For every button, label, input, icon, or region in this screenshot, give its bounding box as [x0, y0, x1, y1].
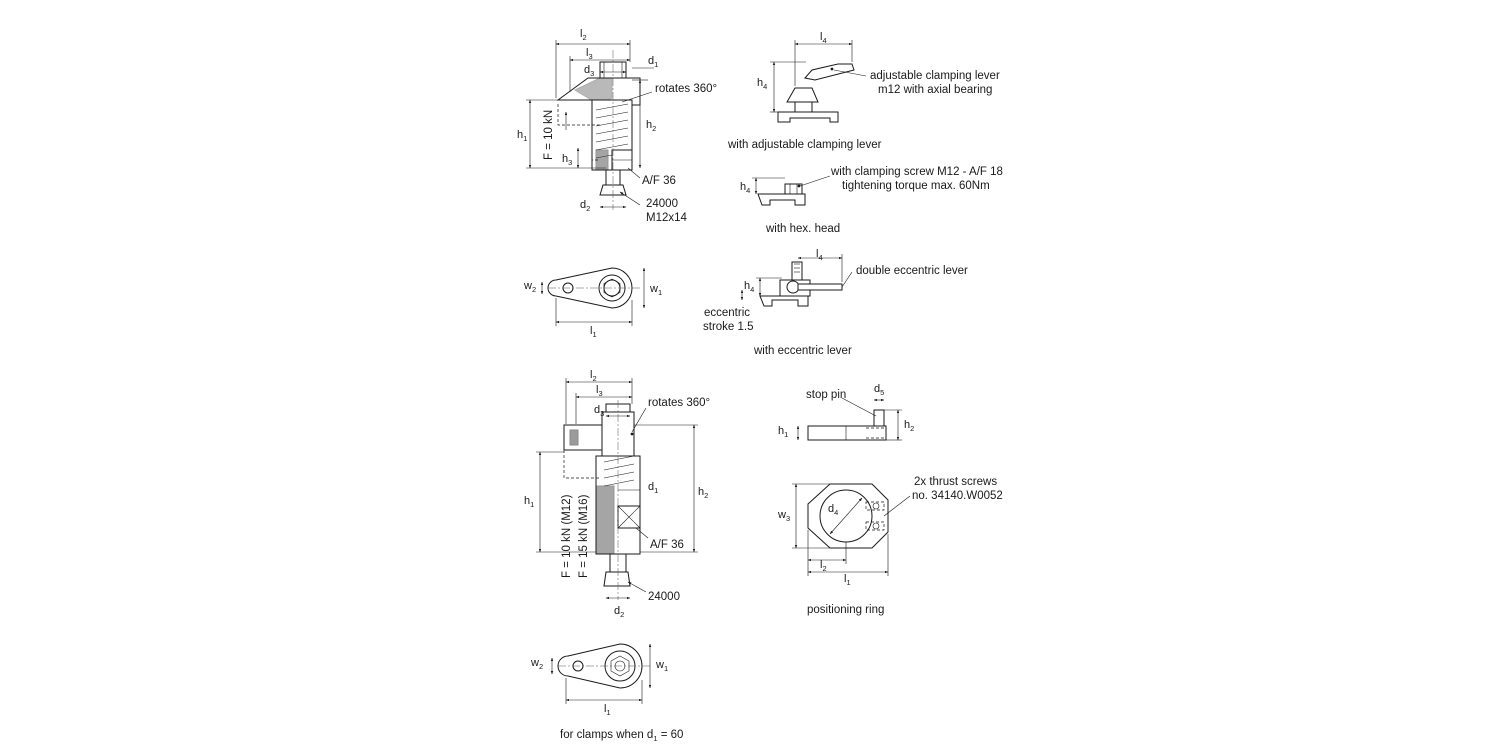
dim-l4-lever: l4 [820, 31, 827, 45]
af-label-top: A/F 36 [642, 175, 676, 187]
part-no-bottom: 24000 [648, 591, 680, 603]
dim-d5: d5 [874, 383, 884, 397]
thread-top: M12x14 [646, 212, 688, 224]
dim-w1-bottom: w1 [655, 659, 668, 673]
lever-note-2: m12 with axial bearing [878, 84, 992, 96]
dim-d2-top: d2 [580, 199, 590, 213]
dim-h1-ring: h1 [778, 425, 788, 439]
hex-note-1: with clamping screw M12 - A/F 18 [830, 166, 1003, 178]
variant-hex-head: h4 with clamping screw M12 - A/F 18 tigh… [740, 166, 1003, 235]
dim-w1-top: w1 [649, 283, 662, 297]
dim-d4: d4 [828, 503, 838, 517]
thrust-screws-label-2: no. 34140.W0052 [912, 490, 1003, 502]
dim-l1-top: l1 [590, 325, 597, 339]
bottom-caption: for clamps when d1 = 60 [560, 729, 683, 743]
stop-pin-label: stop pin [806, 389, 846, 401]
ring-caption: positioning ring [807, 604, 884, 616]
dim-l1-ring: l1 [844, 573, 851, 587]
dim-h2-ring: h2 [904, 419, 914, 433]
dim-w3: w3 [777, 509, 790, 523]
dim-l3-top: l3 [586, 47, 593, 61]
dim-l2-ring: l2 [820, 559, 827, 573]
dim-l1-bottom: l1 [604, 703, 611, 717]
eccentric-note: double eccentric lever [856, 265, 968, 277]
dim-h1-top: h1 [517, 129, 527, 143]
variant-eccentric-lever: l4 h4 double eccentric lever eccentric s… [703, 248, 968, 357]
dim-l2-top: l2 [580, 28, 587, 42]
lever-note-1: adjustable clamping lever [870, 70, 1000, 82]
force-m16-label: F = 15 kN (M16) [578, 494, 590, 578]
top-clamp-plan-view: w2 w1 l1 [523, 267, 662, 339]
ring-side-view: d5 stop pin h1 h2 [778, 383, 914, 441]
top-clamp-side-view [556, 50, 641, 210]
dim-h2-top: h2 [646, 119, 656, 133]
dim-w2-top: w2 [523, 280, 536, 294]
dim-d3-bottom: d3 [594, 404, 604, 418]
lever-caption: with adjustable clamping lever [727, 139, 882, 151]
bottom-clamp-side-view: l2 l3 d3 h1 h2 d1 rotates 360° A/F 36 24… [524, 369, 710, 619]
thrust-screws-label-1: 2x thrust screws [914, 476, 997, 488]
dim-d1-bottom: d1 [648, 481, 658, 495]
part-no-top: 24000 [646, 198, 678, 210]
eccentric-stroke-1: eccentric [704, 307, 750, 319]
af-label-bottom: A/F 36 [650, 539, 684, 551]
dim-d1-top: d1 [648, 55, 658, 69]
eccentric-caption: with eccentric lever [753, 345, 852, 357]
dim-l2-bottom: l2 [590, 369, 597, 383]
eccentric-stroke-2: stroke 1.5 [703, 321, 754, 333]
rotates-label-bottom: rotates 360° [648, 397, 710, 409]
dim-h4-lever: h4 [757, 77, 767, 91]
force-m12-label: F = 10 kN (M12) [561, 494, 573, 578]
dim-h4-hex: h4 [740, 181, 750, 195]
dim-l4-ecc: l4 [816, 248, 823, 262]
dim-h4-ecc: h4 [744, 280, 754, 294]
dim-d3-top: d3 [584, 64, 594, 78]
hex-note-2: tightening torque max. 60Nm [842, 180, 990, 192]
dim-h1-bottom: h1 [524, 495, 534, 509]
force-label-top: F = 10 kN [543, 110, 555, 160]
dim-d2-bottom: d2 [614, 605, 624, 619]
top-side-dimensions: l2 l3 d3 d1 h2 h1 h3 F = 10 kN rotates 3… [517, 28, 717, 224]
ring-plan-view: d4 2x thrust screws no. 34140.W0052 w3 l… [777, 476, 1003, 616]
dim-w2-bottom: w2 [530, 657, 543, 671]
bottom-clamp-plan-view: w2 w1 l1 for clamps when d1 = 60 [530, 643, 683, 743]
dim-h2-bottom: h2 [698, 486, 708, 500]
variant-adjustable-lever: l4 h4 adjustable clamping lever m12 with… [727, 31, 1000, 151]
rotates-label-top: rotates 360° [655, 83, 717, 95]
dim-h3-top: h3 [562, 153, 572, 167]
hex-caption: with hex. head [765, 223, 840, 235]
dim-l3-bottom: l3 [596, 384, 603, 398]
